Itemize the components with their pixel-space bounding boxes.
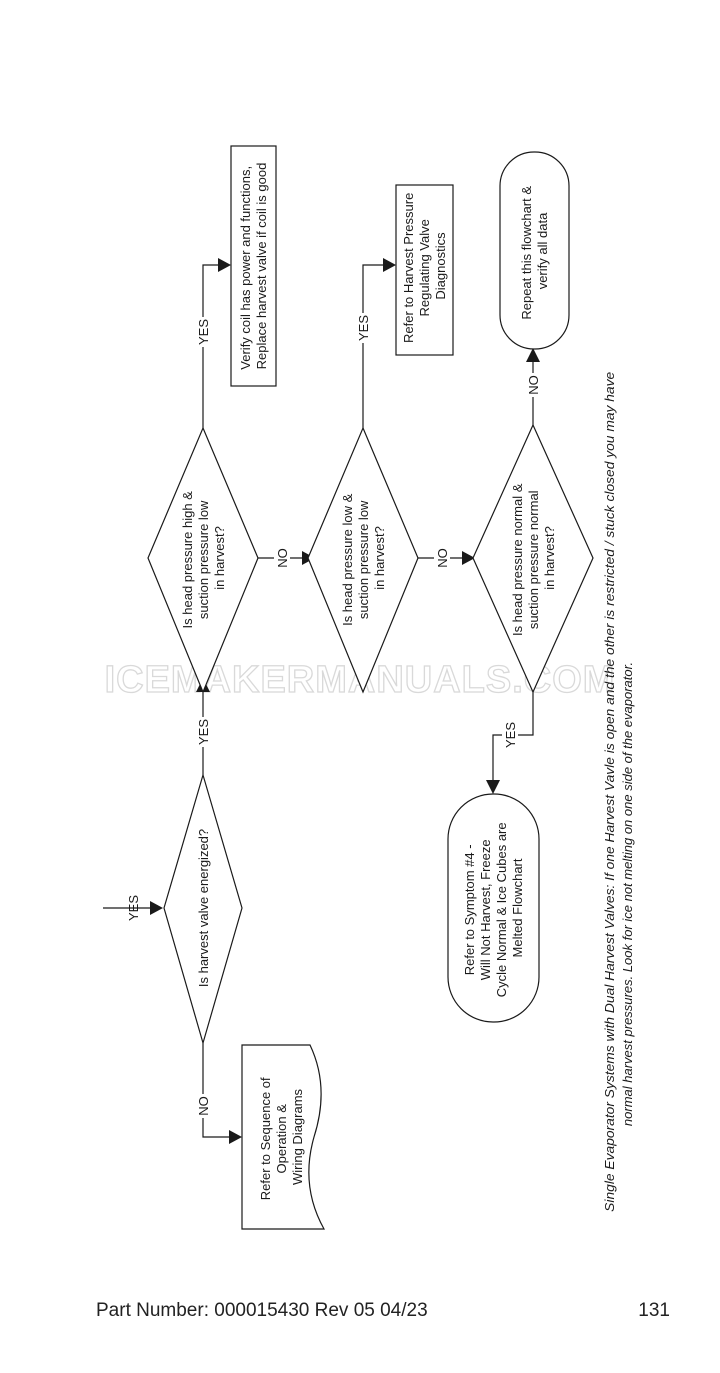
box-verify-coil-text: Verify coil has power and functions, Rep… [238, 162, 269, 369]
decision-head-normal-text: Is head pressure normal & suction pressu… [510, 480, 557, 636]
decision-head-high-suction-low [147, 426, 259, 694]
shape-texts: Is harvest valve energized? Is head pres… [180, 162, 557, 1201]
low-yes-label: YES [355, 313, 371, 343]
high-no-label: NO [274, 546, 290, 570]
arrowheads [150, 258, 540, 1144]
decision-harvest-valve-text: Is harvest valve energized? [196, 829, 211, 987]
normal-no-arrow [526, 348, 540, 362]
svg-text:YES: YES [196, 319, 211, 345]
svg-text:NO: NO [526, 375, 541, 395]
box-verify-coil [230, 145, 277, 387]
terminator-symptom-4 [447, 793, 540, 1023]
valve-no-arrow [229, 1130, 242, 1144]
dual-harvest-valve-note: Single Evaporator Systems with Dual Harv… [602, 368, 635, 1212]
decision-head-low-text: Is head pressure low & suction pressure … [340, 490, 387, 626]
part-number: Part Number: 000015430 Rev 05 04/23 [96, 1300, 428, 1321]
normal-yes-arrow [486, 780, 500, 794]
normal-yes-label: YES [502, 720, 518, 750]
decision-head-low-suction-low [307, 426, 419, 694]
box-harvest-pressure-regulating [395, 184, 454, 356]
low-no-label: NO [434, 546, 450, 570]
terminator-repeat-text: Repeat this flowchart & verify all data [519, 182, 550, 319]
decision-head-high-text: Is head pressure high & suction pressure… [180, 488, 227, 629]
valve-no-connector [202, 1043, 229, 1138]
terminator-repeat-flowchart [499, 151, 570, 350]
valve-yes-label: YES [195, 717, 211, 747]
entry-arrow [150, 901, 163, 915]
svg-text:YES: YES [126, 895, 141, 921]
decision-harvest-valve-energized [163, 772, 243, 1046]
shapes [147, 145, 594, 1230]
low-yes-connector [362, 264, 383, 428]
svg-text:YES: YES [196, 719, 211, 745]
document-sequence-wiring [241, 1044, 326, 1230]
high-yes-label: YES [195, 317, 211, 347]
low-no-arrow [462, 551, 475, 565]
svg-text:NO: NO [275, 548, 290, 568]
document-sequence-text: Refer to Sequence of Operation & Wiring … [258, 1074, 305, 1200]
decision-head-normal-suction-normal [472, 423, 594, 694]
page-number: 131 [638, 1300, 670, 1321]
branch-labels: YES NO YES YES NO YES NO NO [126, 313, 541, 1118]
terminator-symptom-4-text: Refer to Symptom #4 - Will Not Harvest, … [462, 819, 525, 997]
box-regulating-text: Refer to Harvest Pressure Regulating Val… [401, 189, 448, 343]
high-yes-connector [202, 264, 218, 428]
svg-text:NO: NO [435, 548, 450, 568]
svg-text:YES: YES [503, 722, 518, 748]
low-yes-arrow [383, 258, 396, 272]
svg-text:NO: NO [196, 1096, 211, 1116]
high-yes-arrow [218, 258, 231, 272]
valve-no-label: NO [195, 1094, 211, 1118]
entry-yes-label: YES [126, 895, 141, 921]
normal-no-label: NO [525, 373, 541, 397]
svg-text:YES: YES [356, 315, 371, 341]
